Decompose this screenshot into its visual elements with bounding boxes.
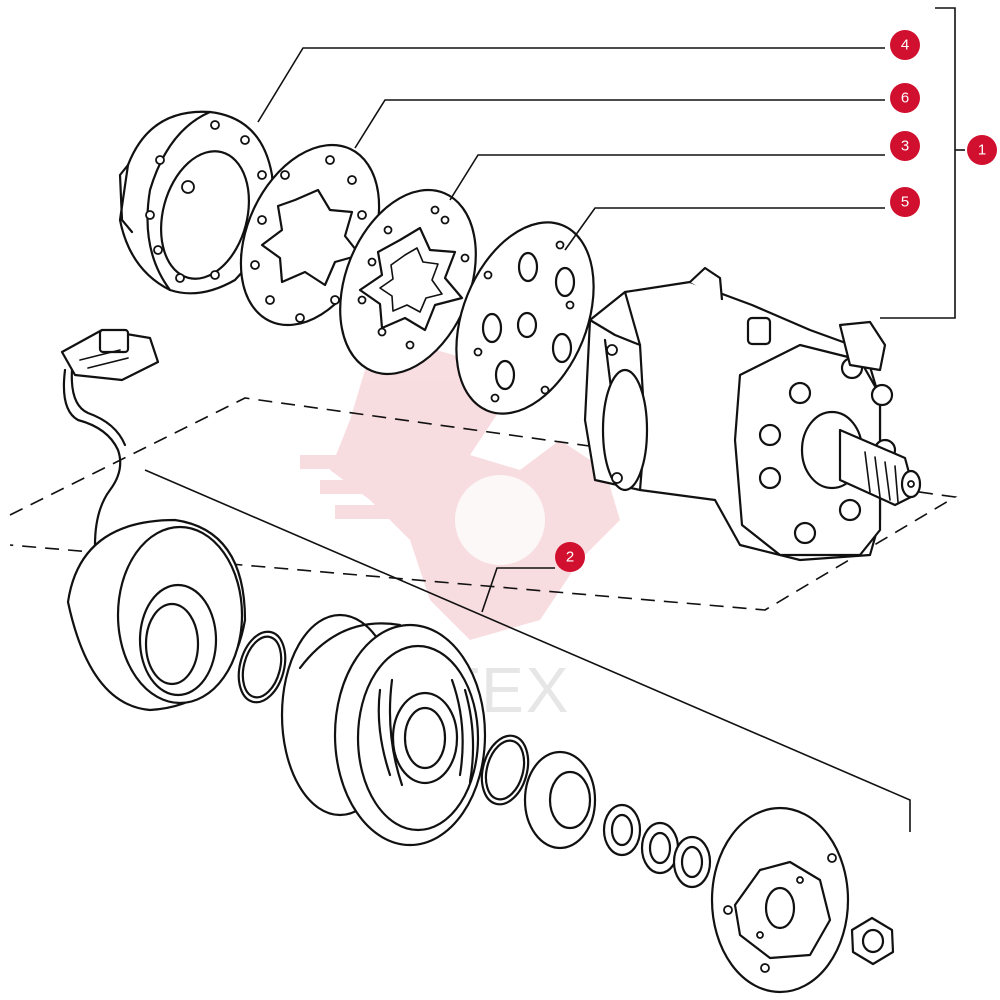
callout-5[interactable]: 5 [890, 187, 920, 217]
callout-2-label: 2 [566, 549, 574, 566]
callout-1[interactable]: 1 [967, 135, 997, 165]
callout-6-label: 6 [901, 90, 909, 107]
callout-4[interactable]: 4 [890, 30, 920, 60]
assembly-boundary [9, 397, 958, 611]
callout-5-label: 5 [901, 194, 909, 211]
callout-6[interactable]: 6 [890, 83, 920, 113]
callout-2[interactable]: 2 [555, 542, 585, 572]
part-star-plate [339, 188, 477, 376]
callout-3[interactable]: 3 [890, 131, 920, 161]
callout-4-label: 4 [901, 37, 909, 54]
part-compressor-body [583, 266, 922, 562]
part-valve-plate [455, 221, 595, 415]
watermark-logo [300, 345, 620, 640]
leader-lines [144, 7, 965, 832]
callout-3-label: 3 [901, 138, 909, 155]
part-clutch-assembly [60, 328, 895, 994]
callout-1-label: 1 [978, 142, 986, 159]
